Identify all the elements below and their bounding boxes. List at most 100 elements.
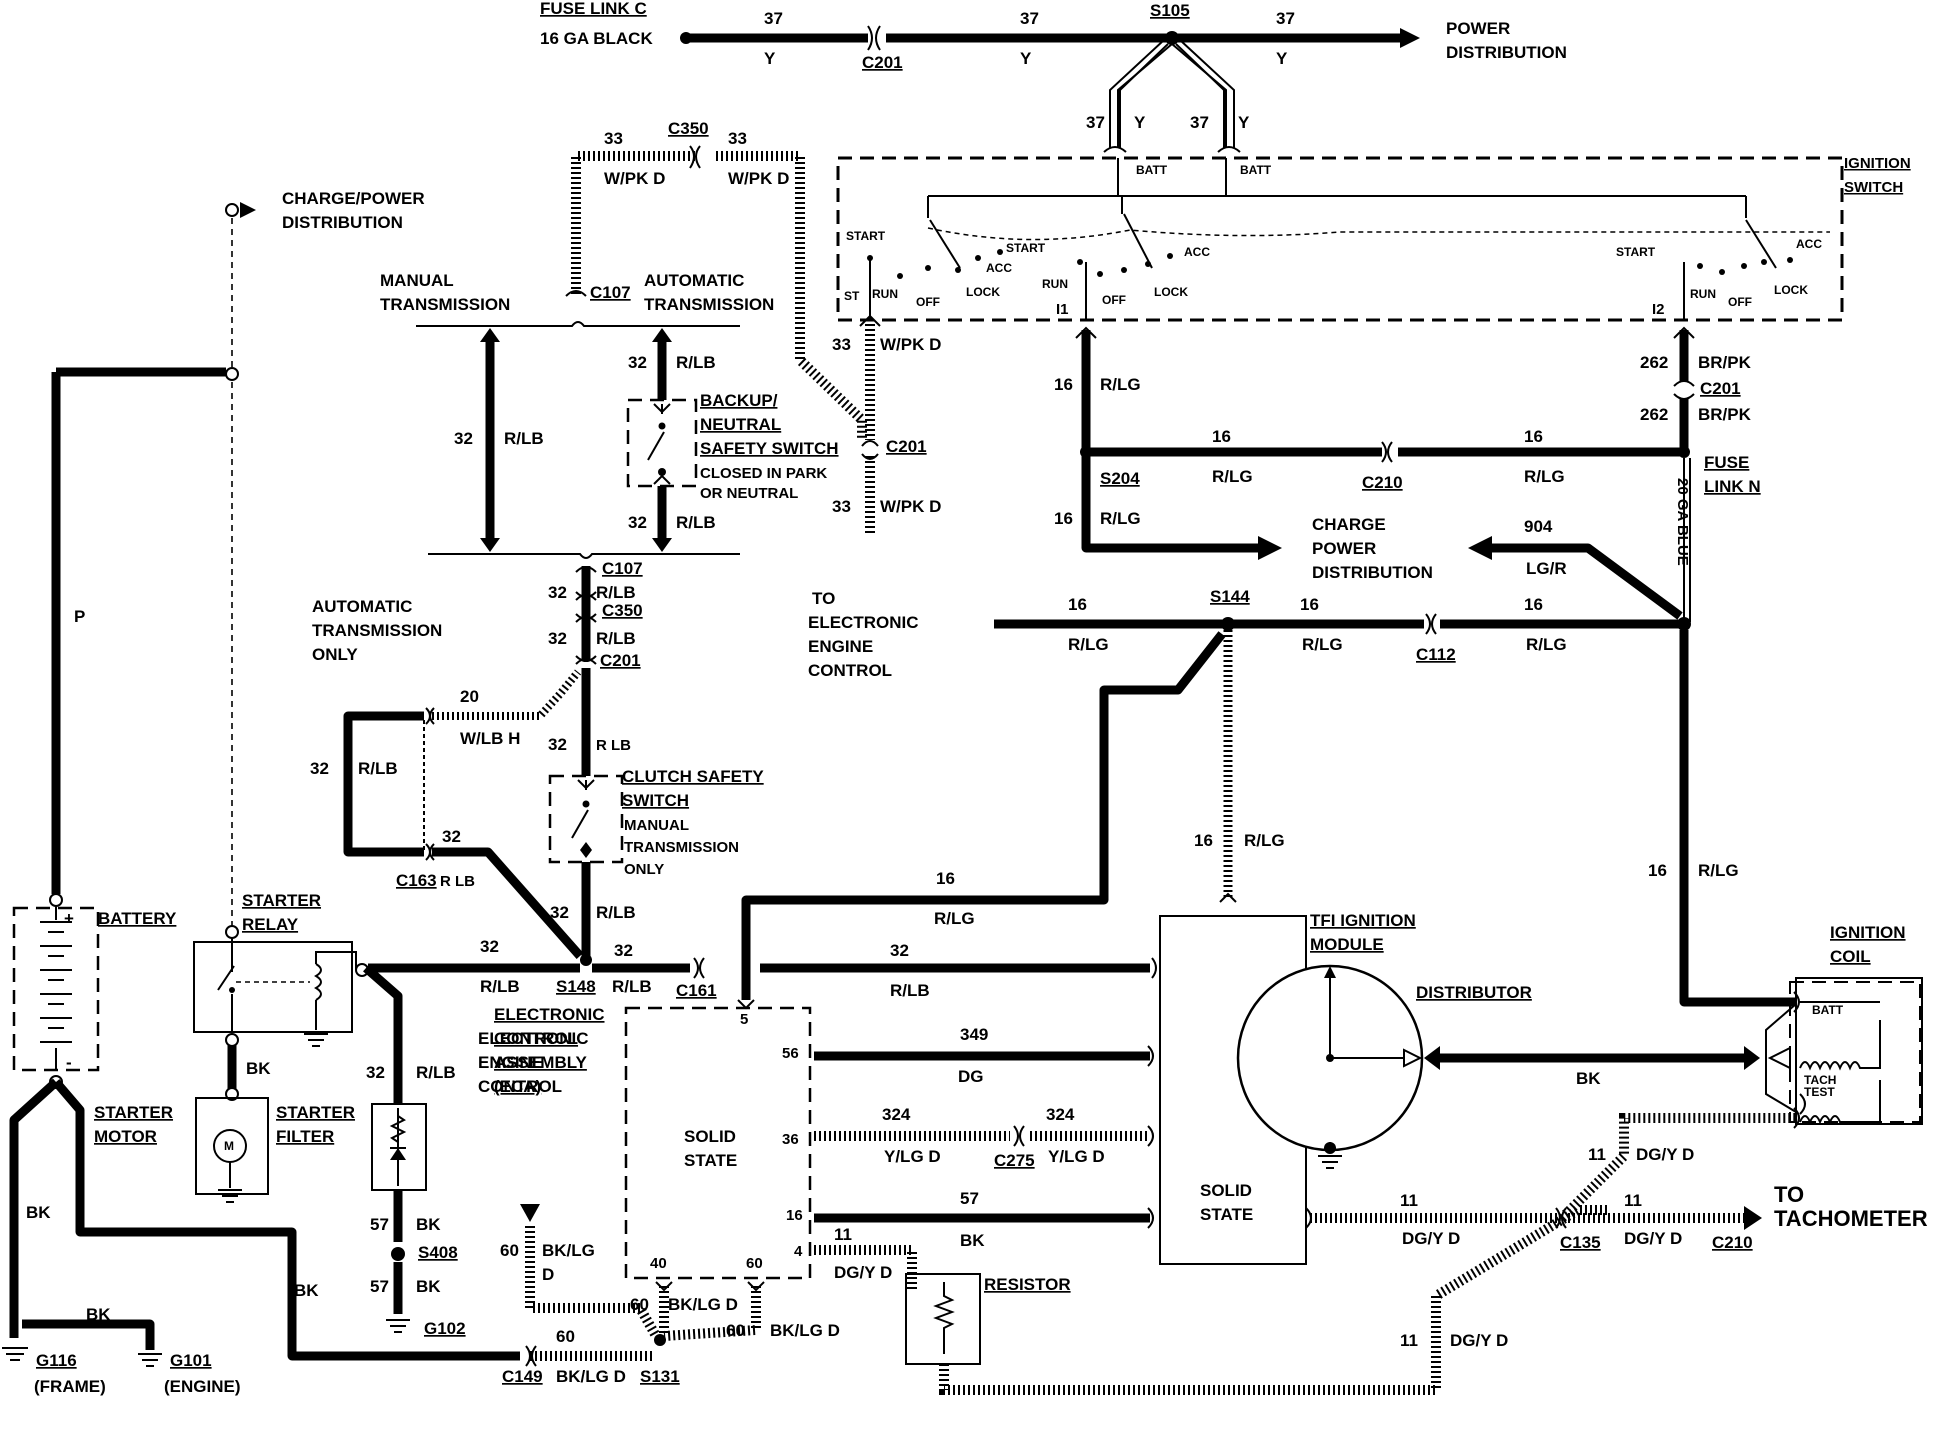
wire-color: R/LB (504, 429, 544, 448)
wire-color: P (74, 607, 85, 626)
wire-num: 57 (370, 1277, 389, 1296)
wire-num: 33 (604, 129, 623, 148)
resistor-label: RESISTOR (984, 1275, 1071, 1294)
ignition-coil-label: IGNITION (1830, 923, 1906, 942)
s148-label: S148 (556, 977, 596, 996)
eca-pin-36: 36 (782, 1131, 799, 1148)
pos-off: OFF (1102, 293, 1126, 307)
wire-32-horizontal (368, 957, 1157, 979)
ignition-switch (836, 156, 1844, 322)
wire-num: 16 (1300, 595, 1319, 614)
c161-label: C161 (676, 981, 717, 1000)
coil-tach: TACH (1804, 1073, 1836, 1087)
c107-label: C107 (602, 559, 643, 578)
auto-only-label: AUTOMATIC (312, 597, 412, 616)
starter-filter-label-2: FILTER (276, 1127, 334, 1146)
wire-color: DG (958, 1067, 984, 1086)
eca-label: ELECTRONIC (494, 1005, 605, 1024)
starter-motor (195, 1097, 269, 1203)
wire-color: Y/LG D (1048, 1147, 1105, 1166)
wire-num: 11 (834, 1225, 852, 1244)
wire-num: 16 (1524, 427, 1543, 446)
auto-only-label-2: TRANSMISSION (312, 621, 442, 640)
auto-trans-label-2: TRANSMISSION (644, 295, 774, 314)
pos-st: ST (844, 289, 860, 303)
wire-num: 904 (1524, 517, 1553, 536)
battery-label: BATTERY (98, 909, 177, 928)
wire-color: BK (294, 1281, 319, 1300)
backup-switch-label: BACKUP/ (700, 391, 778, 410)
wire-num: 32 (548, 583, 567, 602)
pos-off: OFF (1728, 295, 1752, 309)
wire-37-feed (680, 25, 1420, 153)
wire-num: 57 (370, 1215, 389, 1234)
backup-switch-label-3: SAFETY SWITCH (700, 439, 839, 458)
s144-label: S144 (1210, 587, 1250, 606)
wire-num: 11 (1624, 1191, 1642, 1210)
tfi-solid-state-2: STATE (1200, 1205, 1253, 1224)
wire-num: 32 (480, 937, 499, 956)
wire-num: 16 (1054, 509, 1073, 528)
tfi-solid-state: SOLID (1200, 1181, 1252, 1200)
wire-num: 32 (366, 1063, 385, 1082)
g101-label: G101 (170, 1351, 212, 1370)
eca-pin-16: 16 (786, 1207, 803, 1224)
pos-run: RUN (1690, 287, 1716, 301)
wire-num: 16 (1194, 831, 1213, 850)
wire-num: 37 (1190, 113, 1209, 132)
starter-relay-label: STARTER (242, 891, 321, 910)
wire-num: 16 (1068, 595, 1087, 614)
eca-pin-56: 56 (782, 1045, 799, 1062)
pos-acc: ACC (1184, 245, 1210, 259)
c163-label: C163 (396, 871, 437, 890)
power-distribution-label-2: DISTRIBUTION (1446, 43, 1567, 62)
ignition-coil-label-2: COIL (1830, 947, 1871, 966)
wire-color: BR/PK (1698, 405, 1752, 424)
wire-color: BK (1576, 1069, 1601, 1088)
to-eec-label-4: CONTROL (808, 661, 892, 680)
wire-num: 11 (1400, 1331, 1418, 1350)
wire-num: 32 (548, 629, 567, 648)
c112-label: C112 (1416, 645, 1456, 664)
wire-num: 57 (960, 1189, 979, 1208)
starter-relay (193, 925, 369, 1101)
power-distribution-label: POWER (1446, 19, 1510, 38)
wire-16-right (1075, 326, 1695, 622)
auto-trans-label: AUTOMATIC (644, 271, 744, 290)
wire-color: R/LG (1068, 635, 1109, 654)
battery-minus: - (66, 1053, 72, 1072)
wire-num: 60 (500, 1241, 519, 1260)
pos-i2: I2 (1652, 301, 1665, 318)
c350-label: C350 (668, 119, 709, 138)
wire-color: BK (416, 1277, 441, 1296)
wire-num: 32 (628, 513, 647, 532)
wire-num: 16 (1054, 375, 1073, 394)
eec-label-2: ENGINE (478, 1053, 543, 1072)
pos-start: START (1616, 245, 1656, 259)
fuse-link-n-label-2: LINK N (1704, 477, 1761, 496)
eca-pin-4: 4 (794, 1243, 803, 1260)
wire-color: LG/R (1526, 559, 1567, 578)
c201-label: C201 (1700, 379, 1741, 398)
batt-terminal: BATT (1240, 163, 1272, 177)
wire-color: W/PK D (880, 335, 941, 354)
wire-color: Y (1134, 113, 1146, 132)
wire-color: DG/Y D (834, 1263, 892, 1282)
battery (12, 906, 100, 1089)
eca-solid-state: SOLID (684, 1127, 736, 1146)
manual-trans-label: MANUAL (380, 271, 454, 290)
wire-color: DG/Y D (1450, 1331, 1508, 1350)
s204-label: S204 (1100, 469, 1140, 488)
clutch-switch-note-2: TRANSMISSION (624, 839, 739, 856)
g116-label: G116 (36, 1351, 77, 1370)
pos-off: OFF (916, 295, 940, 309)
charge-power-label-2: DISTRIBUTION (282, 213, 403, 232)
clutch-switch-label: CLUTCH SAFETY (622, 767, 764, 786)
wire-color: R LB (440, 873, 475, 890)
wire-color: BK (26, 1203, 51, 1222)
wire-num: 32 (454, 429, 473, 448)
wire-num: 33 (728, 129, 747, 148)
wire-num: 32 (442, 827, 461, 846)
backup-switch-note-2: OR NEUTRAL (700, 485, 798, 502)
